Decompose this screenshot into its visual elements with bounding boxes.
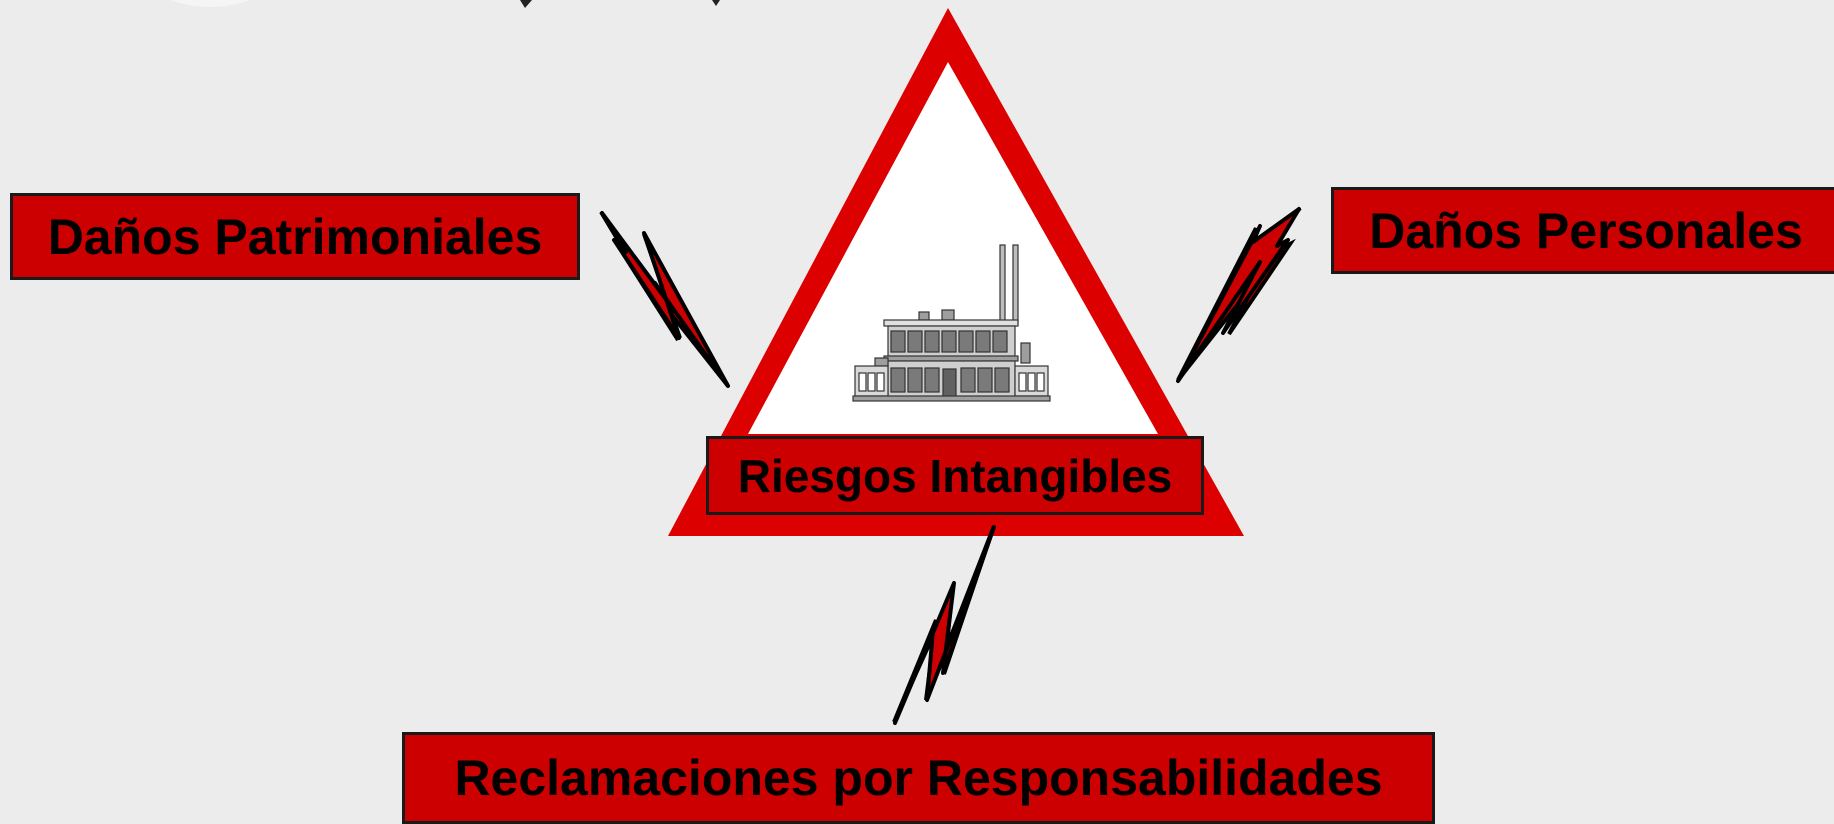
bolt-left-shape — [600, 211, 730, 388]
bolt-right-shape — [1176, 207, 1301, 383]
label-riesgos-intangibles: Riesgos Intangibles — [706, 436, 1204, 515]
cropped-circle-shape — [170, 0, 250, 7]
label-danos-patrimoniales: Daños Patrimoniales — [10, 193, 580, 280]
factory-icon — [852, 244, 1051, 402]
warning-triangle — [668, 8, 1244, 536]
bolt-bottom-shape — [893, 525, 996, 725]
label-danos-personales: Daños Personales — [1331, 187, 1834, 274]
label-reclamaciones: Reclamaciones por Responsabilidades — [402, 732, 1435, 824]
cropped-title-fragment — [520, 0, 720, 8]
